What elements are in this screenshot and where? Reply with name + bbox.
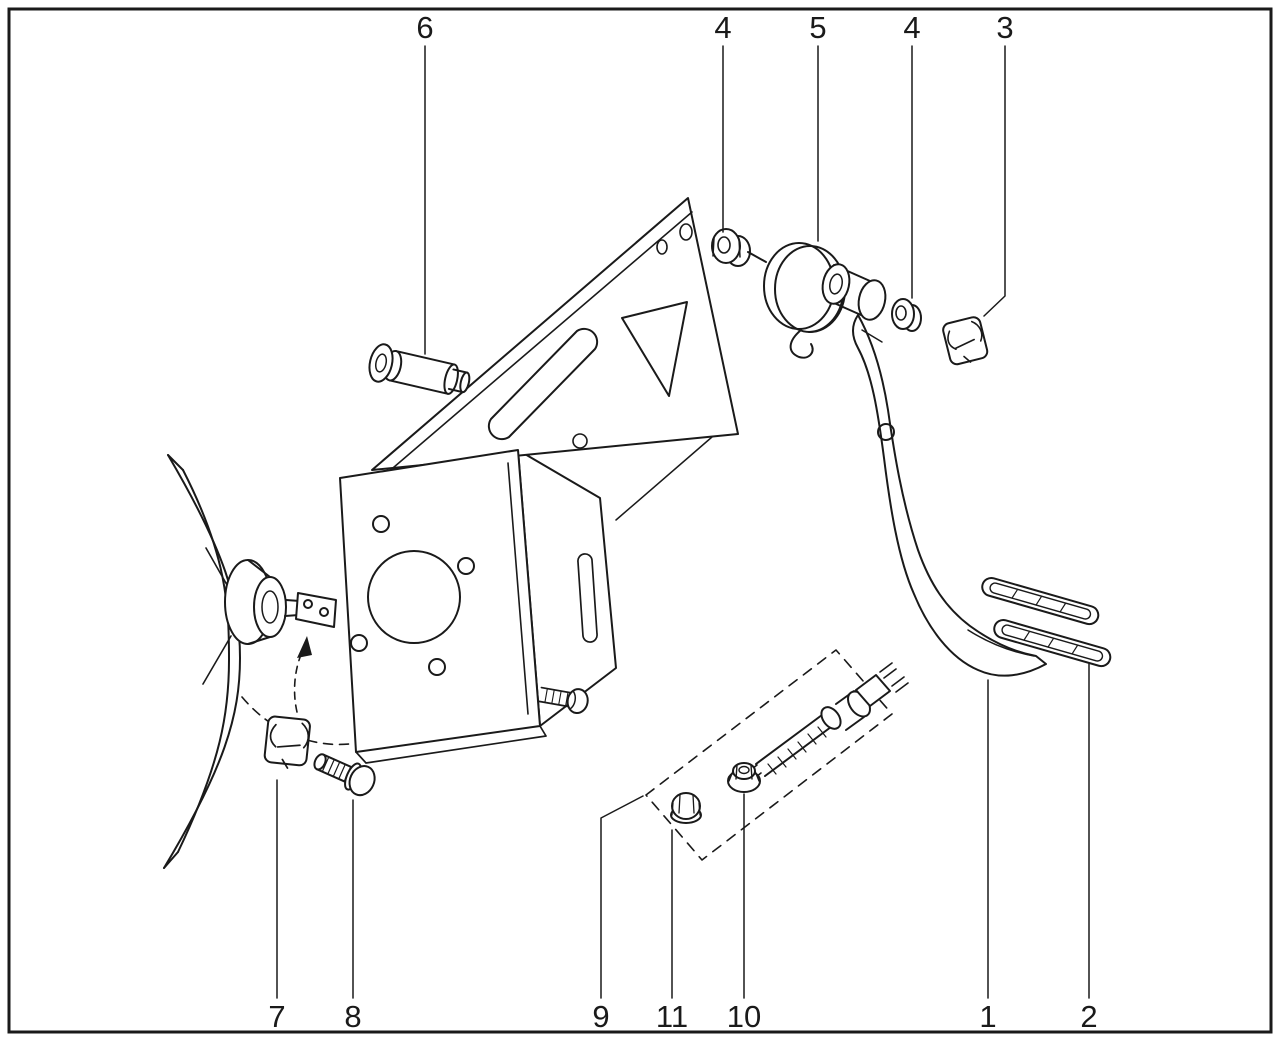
kit-dashed-box bbox=[645, 649, 893, 861]
frame-border bbox=[7, 7, 1273, 1034]
pedal-arm-1 bbox=[821, 263, 1047, 677]
stop-switch bbox=[747, 662, 909, 781]
callout-label-1: 1 bbox=[979, 999, 996, 1034]
spring-clip-7 bbox=[263, 715, 311, 769]
callout-label-4a: 4 bbox=[714, 10, 731, 45]
callout-label-6: 6 bbox=[416, 10, 433, 45]
leader-9 bbox=[600, 795, 644, 999]
install-arrow-dashed bbox=[293, 636, 312, 713]
pivot-nut-4 bbox=[711, 228, 751, 267]
pedal-bracket bbox=[339, 197, 739, 764]
leader-lines bbox=[276, 45, 1090, 999]
cap-nut-11 bbox=[670, 792, 702, 824]
pivot-bushing-4 bbox=[891, 298, 922, 332]
flange-nut-10 bbox=[727, 762, 761, 793]
pedal-pad-upper bbox=[981, 576, 1100, 626]
callout-label-9: 9 bbox=[592, 999, 609, 1034]
steering-column bbox=[163, 454, 337, 869]
callout-label-11: 11 bbox=[656, 999, 688, 1034]
leader-3 bbox=[983, 45, 1006, 317]
callout-label-5: 5 bbox=[809, 10, 826, 45]
callout-label-4b: 4 bbox=[903, 10, 920, 45]
callout-label-2: 2 bbox=[1080, 999, 1097, 1034]
bolt-8 bbox=[313, 753, 376, 797]
callout-label-7: 7 bbox=[268, 999, 285, 1034]
pedal-pad-2 bbox=[981, 576, 1112, 668]
spring-clip-3 bbox=[942, 316, 989, 366]
callout-labels: 6 4 5 4 3 7 8 9 11 10 1 2 bbox=[268, 10, 1097, 1034]
clevis-pin-6 bbox=[368, 343, 471, 395]
callout-label-8: 8 bbox=[344, 999, 361, 1034]
callout-label-10: 10 bbox=[727, 999, 761, 1034]
switch-kit-9 bbox=[645, 649, 909, 861]
callout-label-3: 3 bbox=[996, 10, 1013, 45]
pedal-pad-lower bbox=[993, 618, 1112, 668]
